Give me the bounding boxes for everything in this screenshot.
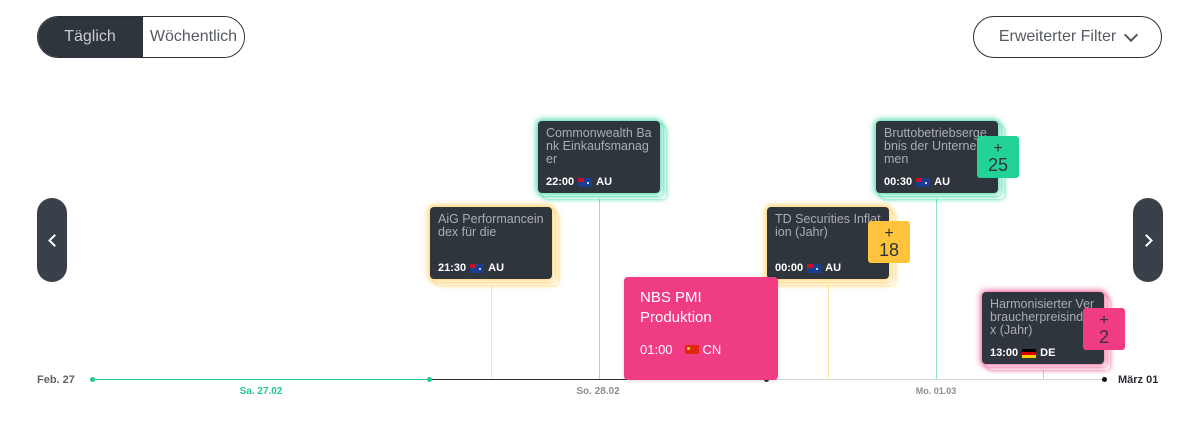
event-stem: [936, 192, 937, 379]
timeline-start-label: Feb. 27: [37, 374, 75, 386]
daily-toggle-button[interactable]: Täglich: [38, 17, 142, 57]
chevron-down-icon: [1124, 27, 1139, 42]
event-country: DE: [1040, 347, 1056, 359]
featured-event-country-wrap: CN: [684, 342, 722, 357]
badge-count: 25: [987, 155, 1009, 175]
advanced-filter-label: Erweiterter Filter: [998, 28, 1117, 45]
event-stem: [599, 192, 600, 379]
timeline-dot: [427, 377, 432, 382]
featured-event-meta: 01:00 CN: [640, 342, 721, 357]
timeline-end-label: März 01: [1118, 374, 1159, 386]
timeline-segment-current: [429, 379, 766, 380]
badge-plus: +: [884, 225, 894, 242]
badge-plus: +: [993, 140, 1003, 157]
chevron-left-icon: [47, 233, 61, 247]
event-title: Commonwealth Bank Einkaufsmanager: [546, 127, 652, 166]
event-time: 13:00: [990, 347, 1019, 359]
event-card-aig[interactable]: AiG Performanceindex für die 21:30 AU: [430, 207, 558, 285]
event-meta: 13:00 DE: [990, 347, 1055, 359]
event-country: AU: [825, 262, 842, 274]
event-country: AU: [934, 176, 951, 188]
event-card-nbs-pmi-featured[interactable]: NBS PMI Produktion 01:00 CN: [624, 277, 778, 380]
timeline-dot: [90, 377, 95, 382]
event-time: 22:00: [546, 176, 575, 188]
event-meta: 00:00 AU: [775, 262, 841, 274]
badge-count: 2: [1098, 327, 1109, 347]
previous-button[interactable]: [37, 198, 67, 282]
flag-au-icon: [807, 263, 822, 273]
event-title: Bruttobetriebsergebnis der Unternehmen: [884, 127, 987, 166]
timeline-dot: [1102, 377, 1107, 382]
flag-au-icon: [470, 263, 485, 273]
event-time: 00:00: [775, 262, 804, 274]
advanced-filter-button[interactable]: Erweiterter Filter: [973, 16, 1162, 58]
flag-au-icon: [578, 177, 593, 187]
chevron-right-icon: [1139, 233, 1153, 247]
event-stem: [491, 278, 492, 379]
event-time: 00:30: [884, 176, 913, 188]
more-events-badge-brutto[interactable]: + 25: [977, 136, 1019, 178]
event-country: AU: [488, 262, 505, 274]
more-events-badge-hvpi[interactable]: + 2: [1083, 308, 1125, 350]
event-card-body: Commonwealth Bank Einkaufsmanager 22:00 …: [538, 121, 660, 193]
event-meta: 22:00 AU: [546, 176, 612, 188]
view-toggle: Täglich Wöchentlich: [37, 16, 245, 58]
badge-count: 18: [878, 240, 900, 260]
day-label-mon[interactable]: Mo. 01.03: [915, 386, 957, 396]
event-time: 21:30: [438, 262, 467, 274]
flag-au-icon: [916, 177, 931, 187]
event-stem: [828, 278, 829, 379]
weekly-toggle-button[interactable]: Wöchentlich: [142, 17, 244, 57]
featured-event-time: 01:00: [640, 342, 673, 357]
day-label-sat[interactable]: Sa. 27.02: [239, 386, 283, 397]
event-title: AiG Performanceindex für die: [438, 213, 544, 239]
featured-event-country: CN: [702, 342, 722, 357]
featured-event-title: NBS PMI Produktion: [640, 289, 712, 326]
more-events-badge-td[interactable]: + 18: [868, 221, 910, 263]
event-title: Harmonisierter Verbraucherpreisindex (Ja…: [990, 298, 1095, 337]
day-label-sun[interactable]: So. 28.02: [576, 386, 620, 397]
event-title: TD Securities Inflation (Jahr): [775, 213, 881, 239]
badge-plus: +: [1099, 312, 1109, 329]
event-stem: [1043, 364, 1044, 379]
flag-de-icon: [1022, 348, 1037, 358]
next-button[interactable]: [1133, 198, 1163, 282]
event-card-body: AiG Performanceindex für die 21:30 AU: [430, 207, 552, 279]
flag-cn-icon: [684, 345, 699, 354]
event-country: AU: [596, 176, 613, 188]
event-meta: 00:30 AU: [884, 176, 950, 188]
event-card-commonwealth[interactable]: Commonwealth Bank Einkaufsmanager 22:00 …: [538, 121, 666, 199]
timeline-segment-past: [92, 379, 429, 380]
event-meta: 21:30 AU: [438, 262, 504, 274]
